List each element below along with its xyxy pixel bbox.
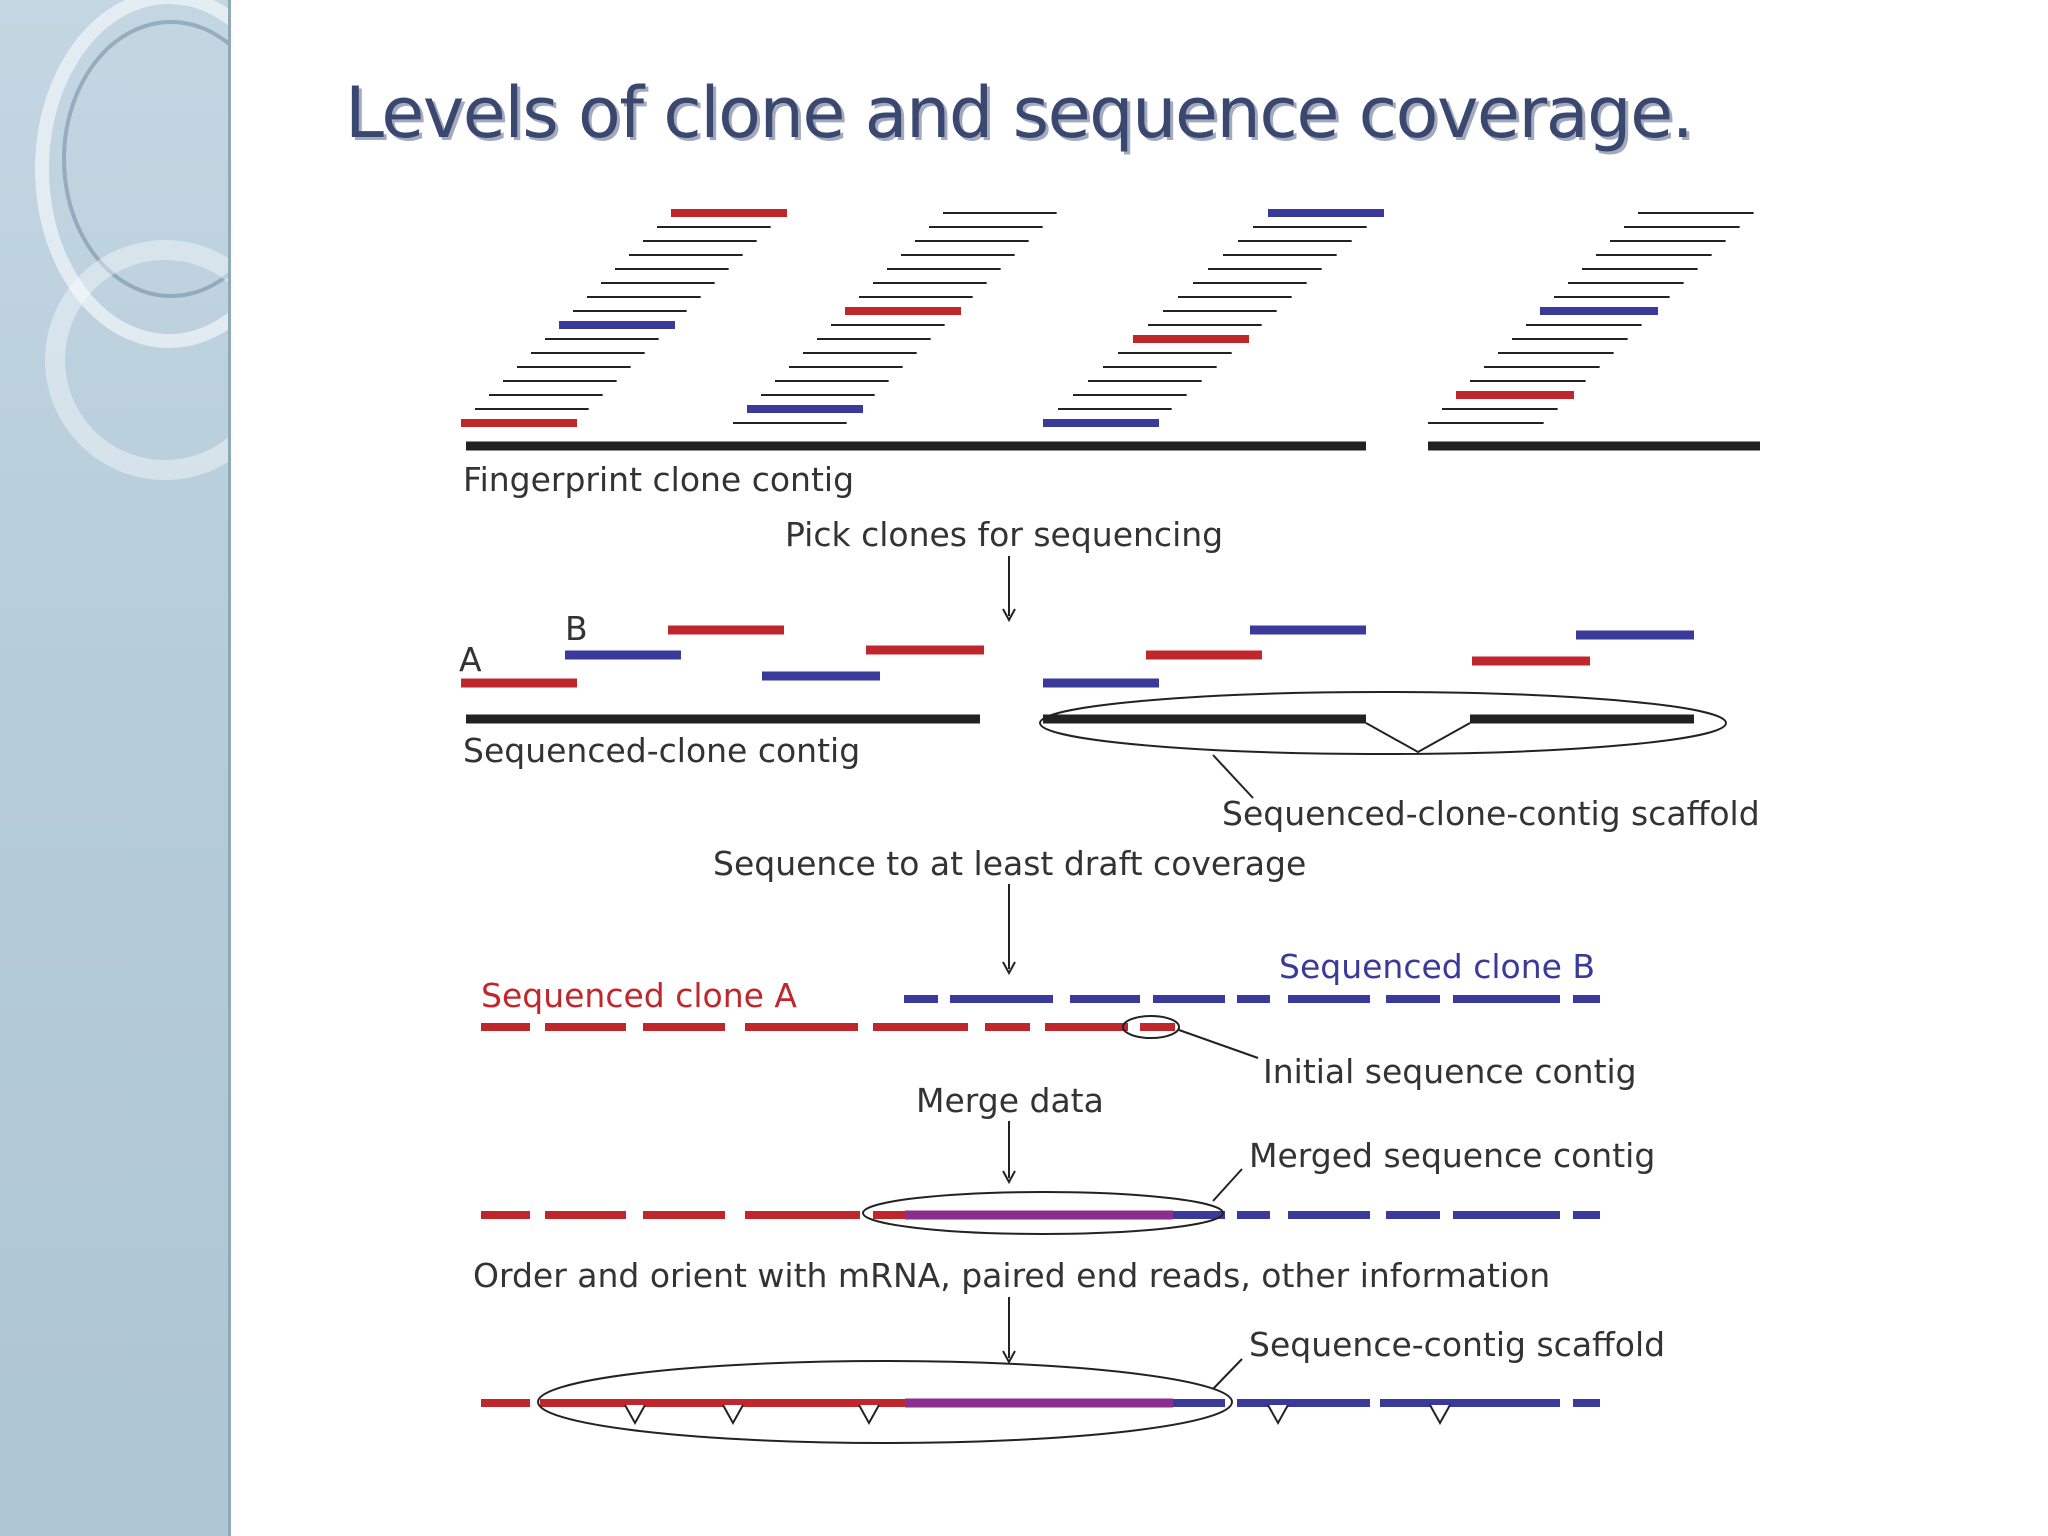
order-arrow-head: [1002, 1350, 1016, 1365]
pick-arrow-head: [1002, 608, 1016, 623]
scaffold-label: Sequenced-clone-contig scaffold: [1222, 794, 1760, 833]
merged-contig-label: Merged sequence contig: [1249, 1136, 1655, 1175]
initial-contig-leader: [1178, 1029, 1259, 1059]
merge-data-label: Merge data: [916, 1081, 1104, 1120]
initial-contig-label: Initial sequence contig: [1263, 1052, 1637, 1091]
order-orient-label: Order and orient with mRNA, paired end r…: [473, 1256, 1550, 1295]
merged-contig-leader: [1212, 1168, 1243, 1202]
sequence-contig-scaffold-label: Sequence-contig scaffold: [1249, 1325, 1665, 1364]
sequence-scaffold-ellipse: [537, 1360, 1233, 1444]
sequenced-clone-contig-label: Sequenced-clone contig: [463, 731, 860, 770]
seq-scaffold-leader: [1212, 1358, 1243, 1390]
scaffold-gap-notch: [722, 1404, 744, 1426]
scaffold-gap-notch: [624, 1404, 646, 1426]
sequenced-clone-b-label: Sequenced clone B: [1279, 947, 1595, 986]
merged-contig-ellipse: [862, 1191, 1224, 1235]
clone-a-letter: A: [459, 640, 482, 679]
slide-sidebar: [0, 0, 231, 1536]
scaffold-gap-notch: [858, 1404, 880, 1426]
page-title: Levels of clone and sequence coverage.: [345, 72, 1694, 154]
sequenced-clone-a-label: Sequenced clone A: [481, 976, 797, 1015]
initial-contig-ellipse: [1122, 1015, 1180, 1039]
fingerprint-contig-label: Fingerprint clone contig: [463, 460, 854, 499]
scaffold-leader: [1212, 754, 1254, 799]
clone-b-letter: B: [565, 609, 588, 648]
merge-arrow-head: [1002, 1170, 1016, 1185]
scaffold-gap-notch: [1267, 1404, 1289, 1426]
scaffold-gap: [1365, 722, 1471, 754]
scaffold-ellipse: [1039, 691, 1727, 755]
draft-arrow-head: [1002, 961, 1016, 976]
draft-coverage-label: Sequence to at least draft coverage: [713, 844, 1306, 883]
pick-clones-label: Pick clones for sequencing: [785, 515, 1223, 554]
scaffold-gap-notch: [1429, 1404, 1451, 1426]
